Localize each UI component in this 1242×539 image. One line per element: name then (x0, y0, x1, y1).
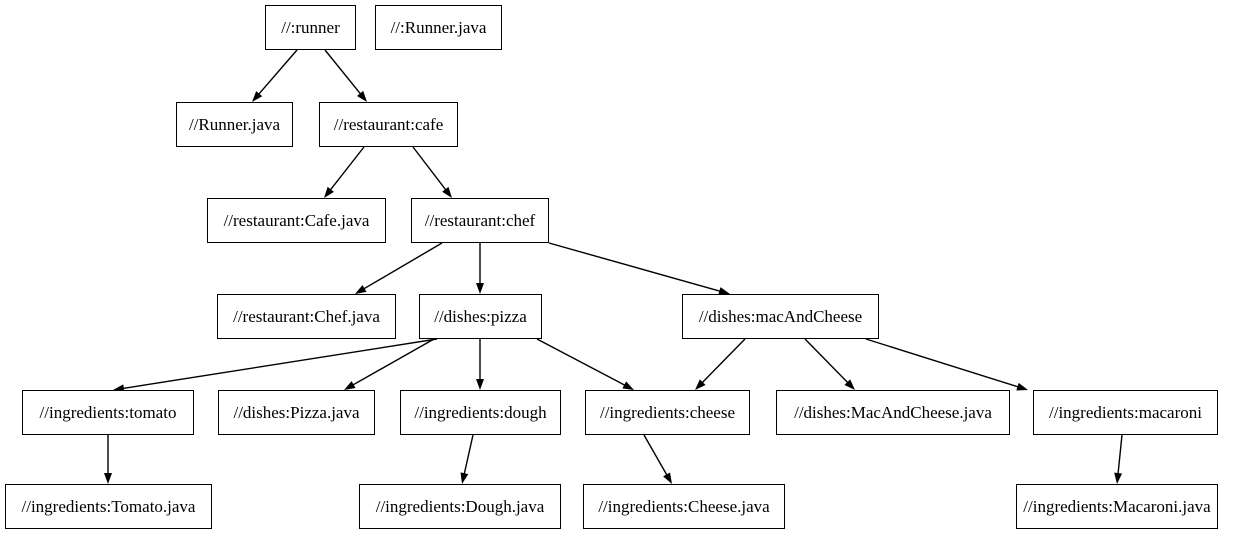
graph-node-runner_java[interactable]: //Runner.java (176, 102, 293, 147)
graph-node-dishes_pizza[interactable]: //dishes:pizza (419, 294, 542, 339)
graph-node-ingredients_tomato[interactable]: //ingredients:tomato (22, 390, 194, 435)
graph-node-label: //:runner (281, 18, 340, 37)
graph-node-ingredients_dough_java[interactable]: //ingredients:Dough.java (359, 484, 561, 529)
graph-node-dishes_macandcheese[interactable]: //dishes:macAndCheese (682, 294, 879, 339)
graph-node-label: //ingredients:Cheese.java (598, 497, 770, 516)
graph-node-label: //:Runner.java (390, 18, 487, 37)
graph-node-label: //ingredients:Macaroni.java (1023, 497, 1211, 516)
graph-node-restaurant_cafe_java[interactable]: //restaurant:Cafe.java (207, 198, 386, 243)
graph-node-label: //dishes:macAndCheese (698, 307, 863, 326)
graph-node-dishes_macandcheese_java[interactable]: //dishes:MacAndCheese.java (776, 390, 1010, 435)
graph-node-label: //ingredients:Tomato.java (21, 497, 196, 516)
graph-node-label: //Runner.java (188, 115, 281, 134)
graph-node-label: //ingredients:Dough.java (375, 497, 545, 516)
graph-node-label: //ingredients:dough (414, 403, 547, 422)
graph-node-label: //ingredients:macaroni (1049, 403, 1202, 422)
graph-node-label: //dishes:pizza (434, 307, 527, 326)
graph-node-label: //dishes:MacAndCheese.java (794, 403, 992, 422)
graph-node-label: //restaurant:cafe (333, 115, 444, 134)
graph-node-label: //restaurant:Chef.java (233, 307, 380, 326)
graph-node-ingredients_cheese[interactable]: //ingredients:cheese (585, 390, 750, 435)
graph-node-restaurant_cafe[interactable]: //restaurant:cafe (319, 102, 458, 147)
graph-node-ingredients_cheese_java[interactable]: //ingredients:Cheese.java (583, 484, 785, 529)
graph-node-restaurant_chef[interactable]: //restaurant:chef (411, 198, 549, 243)
graph-node-runner[interactable]: //:runner (265, 5, 356, 50)
graph-node-label: //ingredients:tomato (39, 403, 177, 422)
graph-node-ingredients_tomato_java[interactable]: //ingredients:Tomato.java (5, 484, 212, 529)
graph-node-label: //restaurant:Cafe.java (223, 211, 370, 230)
graph-node-label: //dishes:Pizza.java (233, 403, 360, 422)
graph-node-dishes_pizza_java[interactable]: //dishes:Pizza.java (218, 390, 375, 435)
graph-node-label: //restaurant:chef (424, 211, 536, 230)
graph-node-ingredients_macaroni[interactable]: //ingredients:macaroni (1033, 390, 1218, 435)
graph-node-runner_java_root[interactable]: //:Runner.java (375, 5, 502, 50)
graph-node-label: //ingredients:cheese (599, 403, 735, 422)
graph-node-restaurant_chef_java[interactable]: //restaurant:Chef.java (217, 294, 396, 339)
graph-node-ingredients_dough[interactable]: //ingredients:dough (400, 390, 561, 435)
graph-node-ingredients_macaroni_java[interactable]: //ingredients:Macaroni.java (1016, 484, 1218, 529)
